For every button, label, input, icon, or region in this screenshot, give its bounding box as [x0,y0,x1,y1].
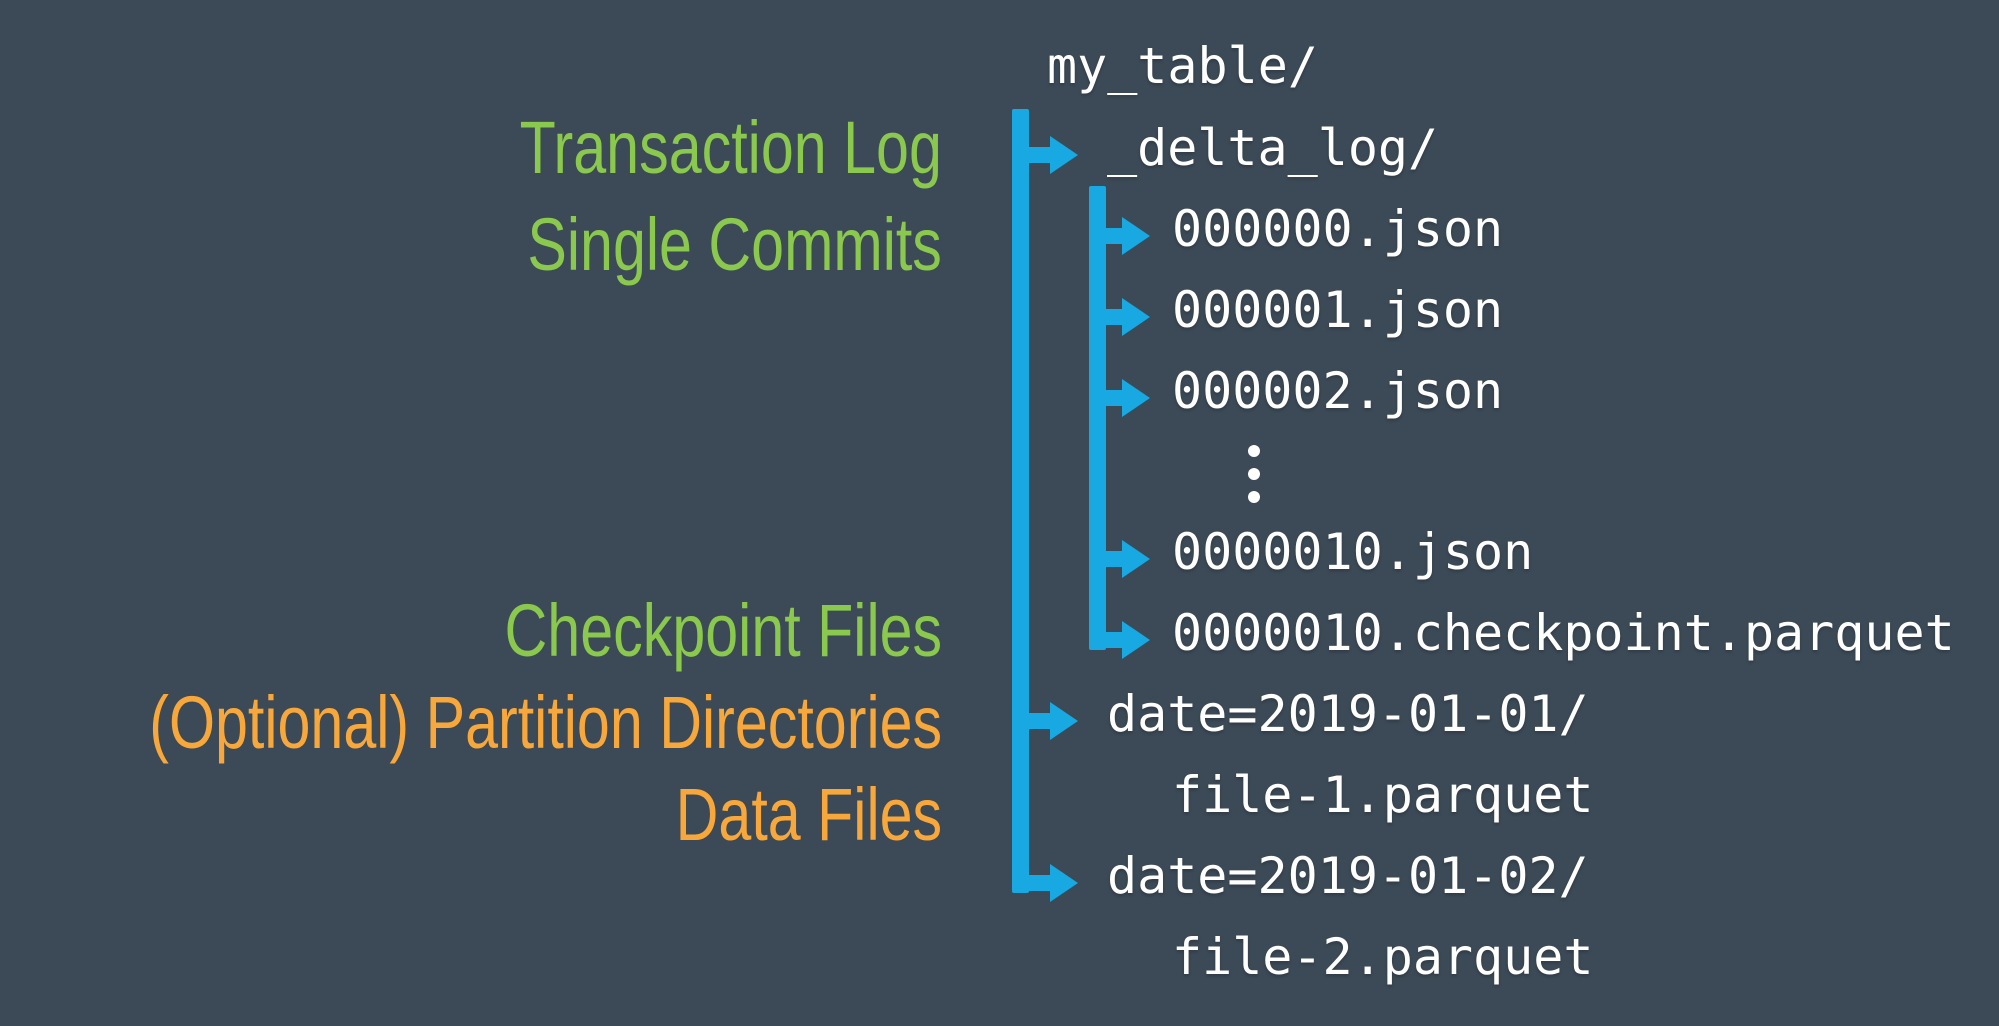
tree-row-json-0000010: 0000010.json [1172,523,1534,581]
tree-row-delta-log: _delta_log/ [1107,119,1439,177]
ellipsis-dot [1248,468,1260,480]
tree-root-my-table: my_table/ [1047,37,1318,95]
ellipsis-dots-icon [1248,445,1260,503]
label-data-files: Data Files [675,773,942,856]
label-transaction-log: Transaction Log [519,106,942,189]
top-label-group: Transaction Log Single Commits [520,99,942,293]
tree-row-json-000002: 000002.json [1172,362,1504,420]
label-partition-directories: (Optional) Partition Directories [149,681,942,764]
tree-row-file-2-parquet: file-2.parquet [1172,928,1594,986]
label-checkpoint-files: Checkpoint Files [504,589,942,672]
label-single-commits: Single Commits [527,203,942,286]
tree-row-json-000001: 000001.json [1172,281,1504,339]
tree-row-checkpoint-parquet: 0000010.checkpoint.parquet [1172,604,1955,662]
tree-row-file-1-parquet: file-1.parquet [1172,766,1594,824]
tree-row-json-000000: 000000.json [1172,200,1504,258]
delta-log-branch-line [1089,186,1106,650]
ellipsis-dot [1248,445,1260,457]
tree-row-date-2019-01-02: date=2019-01-02/ [1107,847,1589,905]
ellipsis-dot [1248,491,1260,503]
tree-trunk-line [1012,109,1029,893]
bottom-label-group: Checkpoint Files (Optional) Partition Di… [149,585,942,861]
tree-row-date-2019-01-01: date=2019-01-01/ [1107,685,1589,743]
